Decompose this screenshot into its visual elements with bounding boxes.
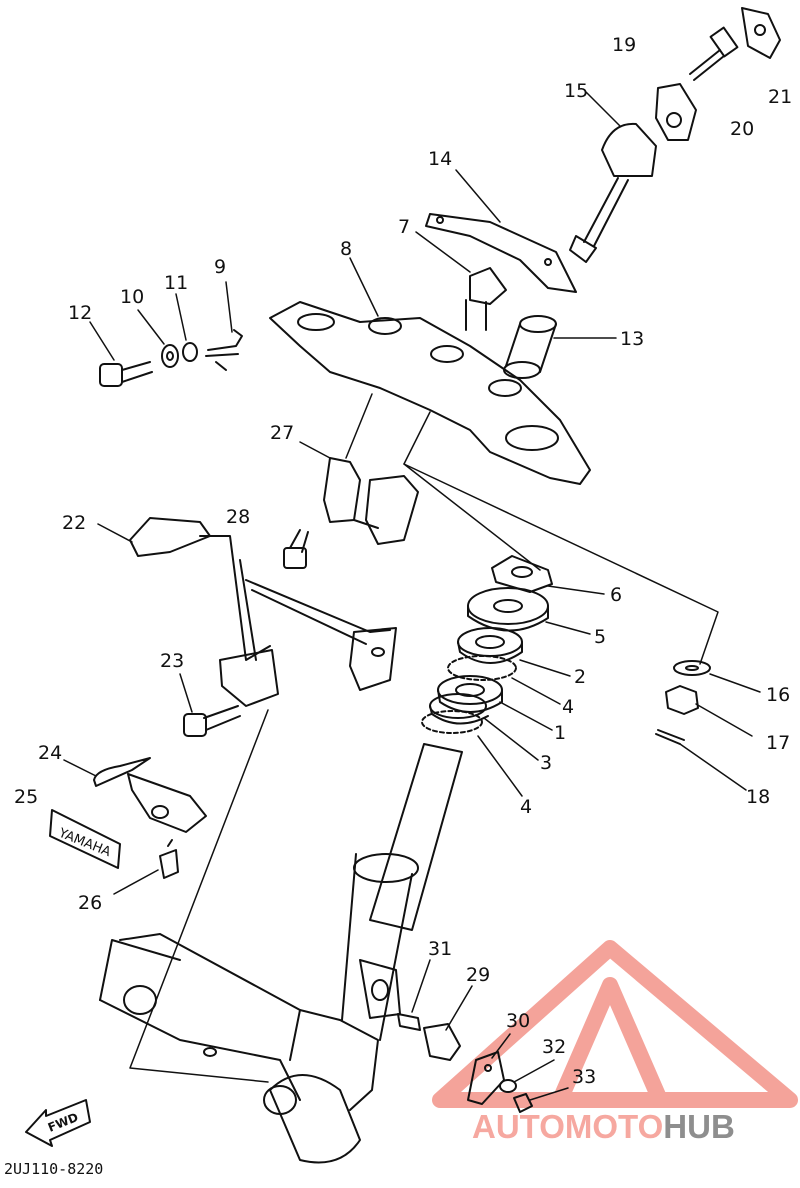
callout-17: 17 [766, 732, 791, 754]
callout-4-upper: 4 [562, 696, 575, 718]
part-14-plate [425, 213, 577, 293]
emblem-holder [127, 773, 207, 833]
callout-4-lower: 4 [520, 796, 533, 818]
part-5-cover [467, 587, 549, 632]
part-8-upper-bracket [269, 301, 591, 485]
callout-31: 31 [428, 938, 453, 960]
callout-27: 27 [270, 422, 295, 444]
part-25-emblem: YAMAHA [49, 809, 121, 869]
callout-12: 12 [68, 302, 93, 324]
assembly-guide-lines [129, 393, 719, 1083]
fwd-arrow-icon: FWD [25, 1099, 91, 1147]
part-21-gasket [741, 7, 781, 59]
callout-8: 8 [340, 238, 353, 260]
callout-21: 21 [768, 86, 793, 108]
part-32-washer [499, 1079, 517, 1093]
part-10-washer [161, 344, 179, 368]
part-30-stopper [467, 1051, 505, 1105]
part-27-bracket [323, 457, 419, 545]
callout-5: 5 [594, 626, 607, 648]
callout-19: 19 [612, 34, 637, 56]
callout-20: 20 [730, 118, 755, 140]
part-13-collar [503, 315, 557, 379]
callout-7: 7 [398, 216, 411, 238]
callout-15: 15 [564, 80, 589, 102]
part-29-switch [423, 1023, 461, 1061]
part-24-clip [93, 757, 151, 787]
part-18-pin [655, 729, 685, 745]
callout-13: 13 [620, 328, 645, 350]
callout-11: 11 [164, 272, 189, 294]
callout-6: 6 [610, 584, 623, 606]
part-33-nut [513, 1093, 533, 1113]
part-16-washer [673, 660, 711, 676]
part-11-washer [182, 342, 198, 362]
callout-18: 18 [746, 786, 771, 808]
callout-10: 10 [120, 286, 145, 308]
part-17-nut [665, 685, 699, 715]
callout-26: 26 [78, 892, 103, 914]
watermark-logo [432, 940, 798, 1108]
callout-9: 9 [214, 256, 227, 278]
callout-22: 22 [62, 512, 87, 534]
callout-16: 16 [766, 684, 791, 706]
part-4-balls-upper [447, 655, 517, 681]
part-15-bracket [569, 122, 657, 263]
drawing-code: 2UJ110-8220 [4, 1160, 104, 1178]
callout-14: 14 [428, 148, 453, 170]
part-28-bolt [283, 529, 309, 569]
part-22-stay [129, 517, 397, 707]
callout-30: 30 [506, 1010, 531, 1032]
watermark-text-b: HUB [663, 1108, 735, 1145]
part-9-clip [205, 329, 243, 371]
callout-32: 32 [542, 1036, 567, 1058]
part-23-bolt [183, 705, 241, 737]
part-4-balls-lower [421, 710, 483, 734]
part-20-bolt [689, 26, 739, 81]
callout-29: 29 [466, 964, 491, 986]
callout-28: 28 [226, 506, 251, 528]
callout-23: 23 [160, 650, 185, 672]
callout-33: 33 [572, 1066, 597, 1088]
part-7-bolt [465, 267, 507, 331]
callout-3: 3 [540, 752, 553, 774]
callout-2: 2 [574, 666, 587, 688]
part-19-cap [655, 83, 697, 141]
watermark-text: AUTOMOTOHUB [472, 1108, 735, 1146]
part-31-bolt [397, 1013, 421, 1031]
callout-25: 25 [14, 786, 39, 808]
part-26-screw [159, 839, 179, 879]
part-12-bolt [99, 361, 153, 387]
steering-shaft-lower-bracket [99, 743, 463, 1164]
watermark: AUTOMOTOHUB [472, 1100, 798, 1150]
callout-24: 24 [38, 742, 63, 764]
part-6-nut [491, 555, 553, 593]
watermark-text-a: AUTOMOTO [472, 1108, 664, 1145]
callout-1: 1 [554, 722, 567, 744]
